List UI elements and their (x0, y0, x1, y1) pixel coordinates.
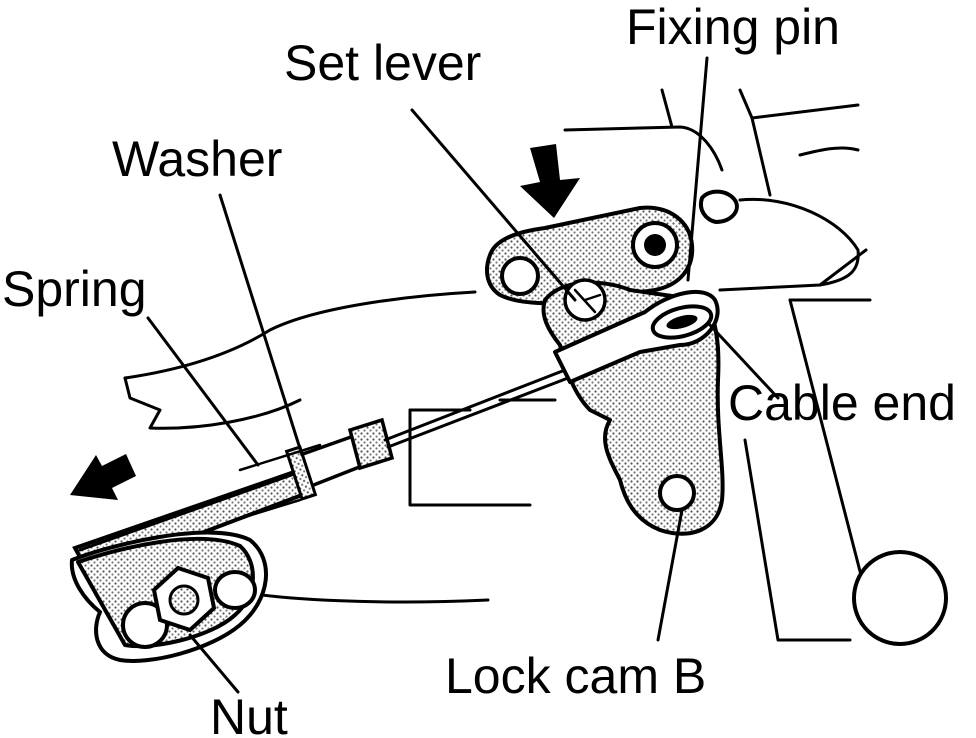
seat-frame-outline (563, 88, 872, 642)
label-spring: Spring (2, 261, 147, 317)
downward-arrow-icon (520, 144, 580, 218)
nut-part (151, 565, 217, 633)
label-set-lever: Set lever (284, 35, 481, 91)
label-fixing-pin: Fixing pin (626, 0, 840, 55)
set-lever-part (485, 205, 695, 306)
leader-lines (146, 56, 780, 694)
label-cable-end: Cable end (728, 375, 956, 431)
label-washer: Washer (112, 131, 282, 187)
leftward-arrow-icon (70, 454, 136, 500)
label-nut: Nut (210, 689, 288, 738)
fixing-pin-part (699, 189, 739, 224)
wheel-outline (852, 550, 948, 646)
label-lock-cam-b: Lock cam B (445, 648, 706, 704)
cable-end-part (553, 289, 720, 384)
